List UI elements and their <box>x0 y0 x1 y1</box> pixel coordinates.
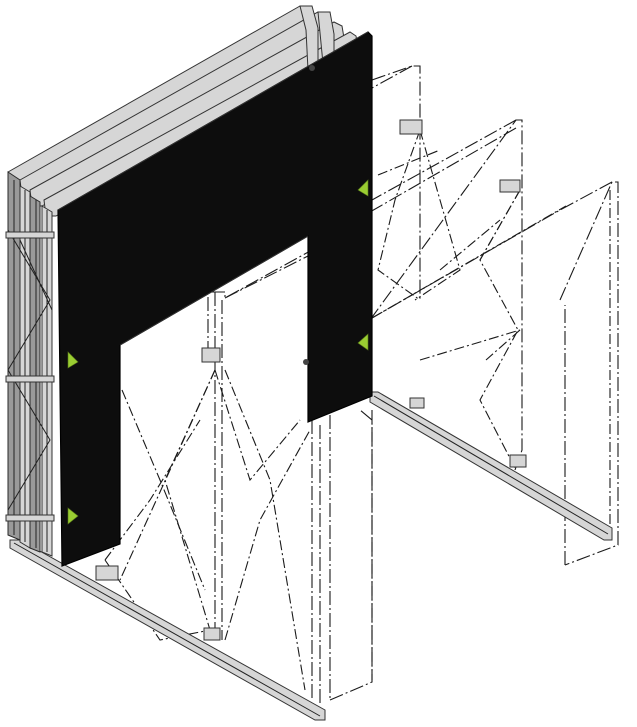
bottom-rail-front <box>9 539 326 721</box>
markers <box>67 179 369 525</box>
stacked-frames <box>5 5 359 557</box>
triangle-marker <box>357 179 369 197</box>
door-panel-black <box>57 31 373 567</box>
hidden-frame-front <box>104 249 373 705</box>
triangle-marker <box>67 351 79 369</box>
hardware-details <box>95 119 527 641</box>
bottom-rail-right <box>369 391 613 541</box>
triangle-marker <box>357 333 369 351</box>
hidden-frame-near-right <box>371 65 461 301</box>
hidden-frame-middle <box>369 119 523 471</box>
triangle-marker <box>67 507 79 525</box>
hidden-frame-far <box>371 181 619 566</box>
